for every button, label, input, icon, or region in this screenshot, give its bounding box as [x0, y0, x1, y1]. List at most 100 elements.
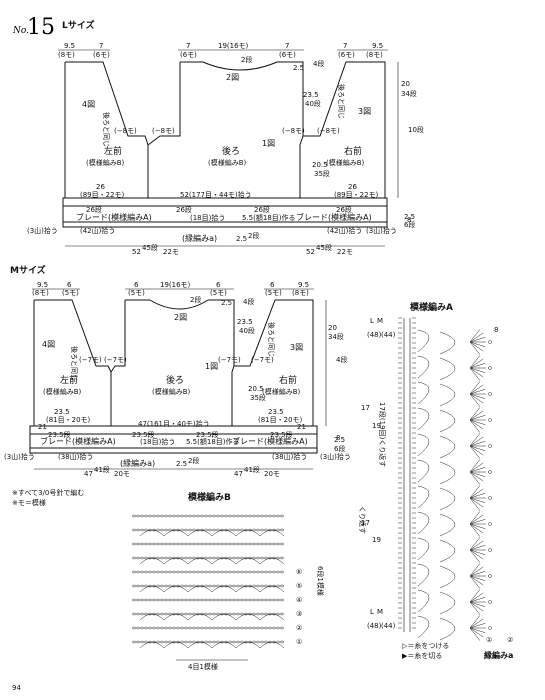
fan-stitch [469, 367, 484, 378]
bottom-dim: 45段 [316, 243, 332, 252]
note-text: 10段 [408, 125, 424, 134]
dim-text: (6モ) [338, 51, 355, 59]
chain-stitch [204, 528, 208, 532]
chain-stitch [264, 514, 268, 518]
note-text: (−8モ) [152, 127, 175, 135]
chain-stitch [144, 626, 148, 630]
fan-stitch [469, 358, 484, 369]
chain-stitch [248, 598, 252, 602]
chain-stitch [140, 584, 144, 588]
fan-stitch [469, 563, 481, 577]
band-dim: 26段 [176, 205, 192, 214]
fan-stitch [469, 601, 481, 615]
chain-stitch [212, 626, 216, 630]
dim-text: (5モ) [128, 289, 145, 297]
chain-stitch [192, 542, 196, 546]
chain-loop [439, 383, 456, 407]
dim-text: (8モ) [292, 289, 309, 297]
note-text: 2.5 [293, 64, 304, 72]
pattern-b-repeat: 4目1模様 [188, 662, 218, 671]
chain-stitch [156, 584, 160, 588]
chain-stitch [260, 598, 264, 602]
picot [488, 600, 492, 604]
chain-stitch [184, 514, 188, 518]
pattern-a-chart: 模様編みA L M (48) (44) L M (48) (44) 17 19 … [358, 301, 513, 660]
chain-stitch [220, 598, 224, 602]
picot [488, 470, 492, 474]
chain-loop [417, 511, 430, 535]
chain-stitch [212, 542, 216, 546]
chain-stitch [164, 556, 168, 560]
bottom-dim: 2.5 [176, 460, 187, 468]
note-text: 後ろと同じ [337, 84, 346, 119]
chain-stitch [232, 626, 236, 630]
note-text: 後ろと同じ [70, 346, 79, 381]
chain-stitch [264, 584, 268, 588]
chain-stitch [220, 514, 224, 518]
chain-stitch [228, 570, 232, 574]
fan-stitch [469, 519, 486, 525]
chain-stitch [180, 612, 184, 616]
chain-stitch [144, 640, 148, 644]
note-text: 35段 [250, 393, 266, 402]
chain-stitch [156, 528, 160, 532]
note-text: (−7モ) [218, 356, 241, 364]
fan-stitch [469, 389, 486, 395]
chain-stitch [184, 570, 188, 574]
chain-stitch [244, 570, 248, 574]
fan-stitch [469, 537, 481, 551]
chain-stitch [152, 542, 156, 546]
chain-stitch [280, 514, 284, 518]
fan-stitch [469, 497, 484, 508]
note-text: 2段 [190, 295, 201, 304]
fan-stitch [469, 445, 484, 456]
chain-stitch [152, 514, 156, 518]
chain-loop [417, 459, 430, 483]
dim-text: 7 [285, 42, 289, 50]
chain-stitch [236, 514, 240, 518]
dim-text: 6 [67, 281, 72, 289]
chain-stitch [168, 528, 172, 532]
row-marker: ① [296, 638, 302, 646]
chain-stitch [212, 584, 216, 588]
piece-label-2: 2図 [226, 73, 239, 82]
chain-stitch [168, 598, 172, 602]
chain-stitch [228, 598, 232, 602]
picot [488, 548, 492, 552]
fan-stitch [469, 540, 484, 551]
panel-sub: (模様編みB) [326, 158, 365, 167]
chain-stitch [192, 640, 196, 644]
chain-stitch [252, 640, 256, 644]
chain-stitch [240, 570, 244, 574]
chain-stitch [244, 626, 248, 630]
note-text: 20.5 [248, 385, 264, 393]
fan-stitch [469, 549, 481, 563]
chain-stitch [244, 542, 248, 546]
chain-loop [417, 433, 430, 457]
arch-stitch [163, 585, 189, 593]
band-dim: 23.5段 [48, 430, 71, 439]
chain-stitch [172, 626, 176, 630]
fan-stitch [469, 623, 486, 629]
fan-stitch [469, 381, 481, 395]
chain-stitch [160, 640, 164, 644]
note-text: 後ろと同じ [267, 322, 276, 357]
bottom-dim: 47 [84, 470, 93, 478]
chain-stitch [164, 570, 168, 574]
fan-stitch [469, 337, 486, 343]
chain-stitch [208, 556, 212, 560]
size-marker: (44) [381, 331, 396, 339]
chain-stitch [144, 584, 148, 588]
chain-stitch [156, 570, 160, 574]
fan-stitch [469, 341, 486, 347]
chain-stitch [136, 556, 140, 560]
chain-stitch [204, 640, 208, 644]
chain-stitch [156, 556, 160, 560]
repeat-count: 17 [361, 404, 370, 412]
chain-stitch [252, 556, 256, 560]
chain-stitch [156, 626, 160, 630]
chain-stitch [192, 626, 196, 630]
chain-stitch [264, 598, 268, 602]
fan-stitch [469, 433, 481, 447]
footnote-needle: ※すべて3/0号針で編む [12, 488, 84, 497]
